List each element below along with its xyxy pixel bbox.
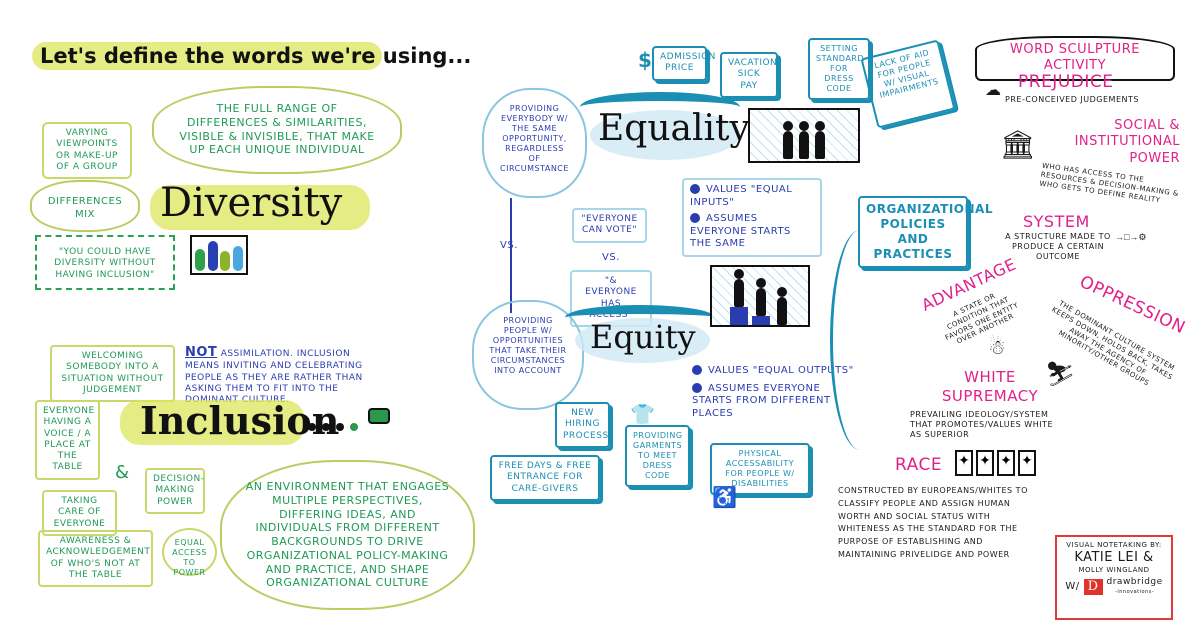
credit-line: Visual notetaking by: xyxy=(1066,541,1162,549)
credit-name: Katie Lei & xyxy=(1074,549,1154,565)
equality-bullet-1: Values "equal inputs" xyxy=(690,184,793,208)
term-race: Race xyxy=(895,455,943,475)
equality-bullets: Values "equal inputs" Assumes everyone s… xyxy=(682,178,822,257)
credit-box: Visual notetaking by: Katie Lei & Molly … xyxy=(1055,535,1173,620)
inclusion-note-care: Taking care of everyone xyxy=(42,490,117,536)
inclusion-ampersand: & xyxy=(115,462,130,483)
org-arrow-curve xyxy=(830,230,890,450)
vs-mid-label: vs. xyxy=(602,252,620,263)
diversity-definition: The full range of differences & similari… xyxy=(152,86,402,174)
inclusion-note-equal-access: Equal access to power xyxy=(162,528,217,577)
equality-swoosh-top xyxy=(580,92,740,122)
def-system: A structure made to produce a certain ou… xyxy=(1005,232,1111,261)
def-social-power: Who has access to the resources & decisi… xyxy=(1039,161,1180,204)
def-race: Constructed by Europeans/whites to class… xyxy=(838,486,1028,559)
diversity-note-viewpoints: Varying viewpoints or make-up of a group xyxy=(42,122,132,179)
equality-bullet-2: Assumes everyone starts the same xyxy=(690,213,791,249)
speech-bubble-icon xyxy=(368,408,390,424)
equity-example-garments: Providing garments to meet dress code xyxy=(625,425,690,487)
not-label: NOT xyxy=(185,345,218,360)
equity-bullets: Values "equal outputs" Assumes everyone … xyxy=(692,365,892,420)
inclusion-note-decision: Decision-making power xyxy=(145,468,205,514)
inclusion-note-welcoming: Welcoming somebody into a situation with… xyxy=(50,345,175,402)
equality-example-visual-aid: Lack of aid for people w/ visual impairm… xyxy=(860,39,956,129)
diversity-title: Diversity xyxy=(160,180,343,226)
def-white-supremacy: Prevailing ideology/system that promotes… xyxy=(910,410,1054,439)
equity-bullet-1: Values "equal outputs" xyxy=(692,365,892,378)
inclusion-note-voice: Everyone having a voice / a place at the… xyxy=(35,400,100,480)
vs-connector-line xyxy=(510,198,512,313)
equity-fence-boxes-icon xyxy=(710,265,810,327)
equality-cloud: Providing everybody w/ the same opportun… xyxy=(482,88,587,198)
diversity-quote-burst: "You could have diversity without having… xyxy=(35,235,175,290)
equity-cloud: Providing people w/ opportunities that t… xyxy=(472,300,584,410)
def-prejudice: Pre-conceived judgements xyxy=(1005,95,1139,104)
bullet-icon xyxy=(692,382,702,393)
bullet-icon xyxy=(692,365,702,375)
vs-left-label: vs. xyxy=(500,240,518,251)
equity-title: Equity xyxy=(590,318,696,356)
word-sculpture-banner: Word Sculpture Activity xyxy=(975,36,1175,81)
inclusion-definition: An environment that engages multiple per… xyxy=(220,460,475,610)
pushing-figure-icon: ⛷ xyxy=(1045,361,1076,388)
term-social-power: Social & Institutional Power xyxy=(1074,118,1180,166)
equity-swoosh-top xyxy=(565,305,715,330)
equity-example-accessibility: Physical accessability for people w/ dis… xyxy=(710,443,810,495)
bullet-icon xyxy=(690,213,700,223)
equality-highlight xyxy=(590,110,740,160)
equality-title: Equality xyxy=(598,108,750,149)
credit-name2: Molly Wingland xyxy=(1078,566,1150,574)
diversity-people-icon xyxy=(190,235,248,275)
institution-building-icon: 🏛 xyxy=(1000,129,1036,160)
equality-example-vacation: Vacation/ sick pay xyxy=(720,52,780,98)
diversity-note-differences: Differences mix xyxy=(30,180,140,232)
equality-example-admission: Admission price xyxy=(652,46,715,81)
dollar-icon: $ xyxy=(638,48,653,72)
equality-fence-people-icon xyxy=(748,108,860,163)
equity-example-care-givers: Free days & free entrance for care-giver… xyxy=(490,455,600,501)
bullet-icon xyxy=(690,184,700,194)
drawbridge-logo-icon: D xyxy=(1083,578,1103,595)
equality-example-dress-code: Setting standard for dress code xyxy=(808,38,870,100)
race-figures-icon: ✦ ✦ ✦ ✦ xyxy=(955,450,1036,476)
term-white-supremacy: White Supremacy xyxy=(941,368,1039,405)
inclusion-table-icon xyxy=(305,418,361,436)
inclusion-highlight xyxy=(120,400,305,445)
system-flow-icon: →□→⚙ xyxy=(1115,232,1147,242)
header-highlight xyxy=(32,42,382,70)
credit-logo-row: w/ D drawbridge-innovations- xyxy=(1065,576,1163,595)
equity-highlight xyxy=(575,318,710,363)
term-prejudice: Prejudice xyxy=(1018,72,1114,92)
quote-everyone-can-vote: "Everyone can vote" xyxy=(572,208,647,243)
diversity-highlight xyxy=(150,185,370,230)
shirt-icon: 👕 xyxy=(630,404,655,426)
equity-example-hiring: New hiring process xyxy=(555,402,610,448)
wheelchair-icon: ♿ xyxy=(712,487,737,509)
page-title: Let's define the words we're using... xyxy=(40,44,472,68)
drawbridge-logo-text: drawbridge-innovations- xyxy=(1106,576,1163,595)
raised-figure-icon: ☃ xyxy=(988,337,1006,359)
thought-cloud-icon: ☁ xyxy=(985,82,1001,99)
inclusion-note-awareness: Awareness & acknowledgement of who's not… xyxy=(38,530,153,587)
org-policies-label: Organizational policies and practices xyxy=(858,196,992,268)
inclusion-title: Inclusion xyxy=(140,398,340,443)
equity-bullet-2: Assumes everyone starts from different p… xyxy=(692,382,831,419)
term-system: System xyxy=(1023,212,1090,231)
